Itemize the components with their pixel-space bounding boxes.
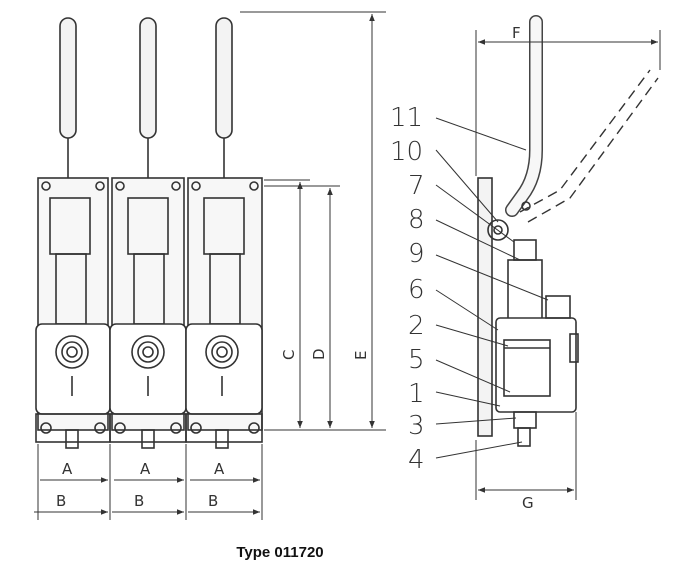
callout-11: 11 xyxy=(390,103,423,133)
callout-7: 7 xyxy=(408,171,425,201)
dim-b-2: B xyxy=(134,492,144,510)
callout-5: 5 xyxy=(408,345,425,375)
callout-10: 10 xyxy=(390,137,423,167)
dim-b-1: B xyxy=(56,492,66,510)
callout-6: 6 xyxy=(408,275,425,305)
callout-3: 3 xyxy=(408,411,425,441)
callout-2: 2 xyxy=(408,311,425,341)
dim-f: F xyxy=(512,24,521,42)
dim-c: C xyxy=(280,350,298,360)
callout-9: 9 xyxy=(408,239,425,269)
side-view xyxy=(435,15,661,500)
callout-1: 1 xyxy=(408,379,425,409)
figure-caption: Type 011720 xyxy=(236,544,324,561)
side-labels: F G 11 10 7 8 9 6 2 5 1 3 4 xyxy=(390,24,534,512)
front-labels: A A A B B B C D E xyxy=(56,348,370,510)
valve-unit-1 xyxy=(35,17,111,449)
dim-g: G xyxy=(522,494,534,512)
valve-unit-2 xyxy=(109,17,187,449)
dim-e: E xyxy=(352,351,370,360)
valve-unit-3 xyxy=(185,17,263,449)
dim-a-2: A xyxy=(140,460,151,478)
dim-a-1: A xyxy=(62,460,73,478)
dim-b-3: B xyxy=(208,492,218,510)
callout-8: 8 xyxy=(408,205,425,235)
dim-a-3: A xyxy=(214,460,225,478)
callout-4: 4 xyxy=(408,445,425,475)
dim-d: D xyxy=(310,348,328,360)
front-view xyxy=(34,11,386,520)
